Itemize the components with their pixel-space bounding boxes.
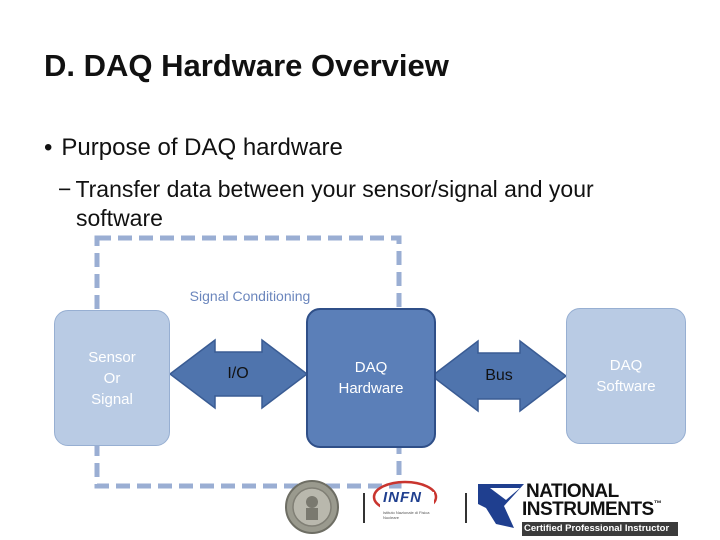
signal-conditioning-label: Signal Conditioning: [189, 288, 311, 304]
bullet-purpose-text: Purpose of DAQ hardware: [61, 134, 343, 161]
infn-logo: [372, 480, 438, 514]
slide-title: D. DAQ Hardware Overview: [44, 48, 449, 83]
ni-logo-line-1: NATIONAL: [526, 481, 619, 502]
daq-software-box: DAQ Software: [566, 308, 686, 444]
ni-eagle-icon: [478, 484, 524, 528]
bus-arrow-label: Bus: [485, 367, 513, 384]
sensor-signal-box: Sensor Or Signal: [54, 310, 170, 446]
ni-trademark: ™: [653, 499, 662, 508]
io-arrow-label: I/O: [227, 365, 249, 382]
logo-separator-2: [465, 493, 467, 523]
ni-logo-line-2: INSTRUMENTS™: [522, 499, 662, 521]
bullet-purpose: • Purpose of DAQ hardware: [44, 134, 343, 162]
bullet-marker: •: [44, 134, 53, 161]
sub-bullet-line-1: Transfer data between your sensor/signal…: [75, 176, 594, 202]
ni-certified-banner: Certified Professional Instructor: [524, 523, 670, 534]
seal-logo: [285, 480, 339, 534]
infn-logo-subtext: Istituto Nazionale di Fisica Nucleare: [383, 510, 430, 520]
ni-certified-banner-bg: [522, 522, 678, 536]
sub-bullet-transfer: −Transfer data between your sensor/signa…: [58, 175, 698, 233]
sub-bullet-line-2: software: [76, 205, 163, 231]
logo-separator-1: [363, 493, 365, 523]
sub-bullet-marker: −: [58, 176, 72, 202]
ni-logo-instruments: INSTRUMENTS: [522, 499, 654, 520]
daq-hardware-box: DAQ Hardware: [306, 308, 436, 448]
infn-logo-text: INFN: [383, 489, 422, 506]
